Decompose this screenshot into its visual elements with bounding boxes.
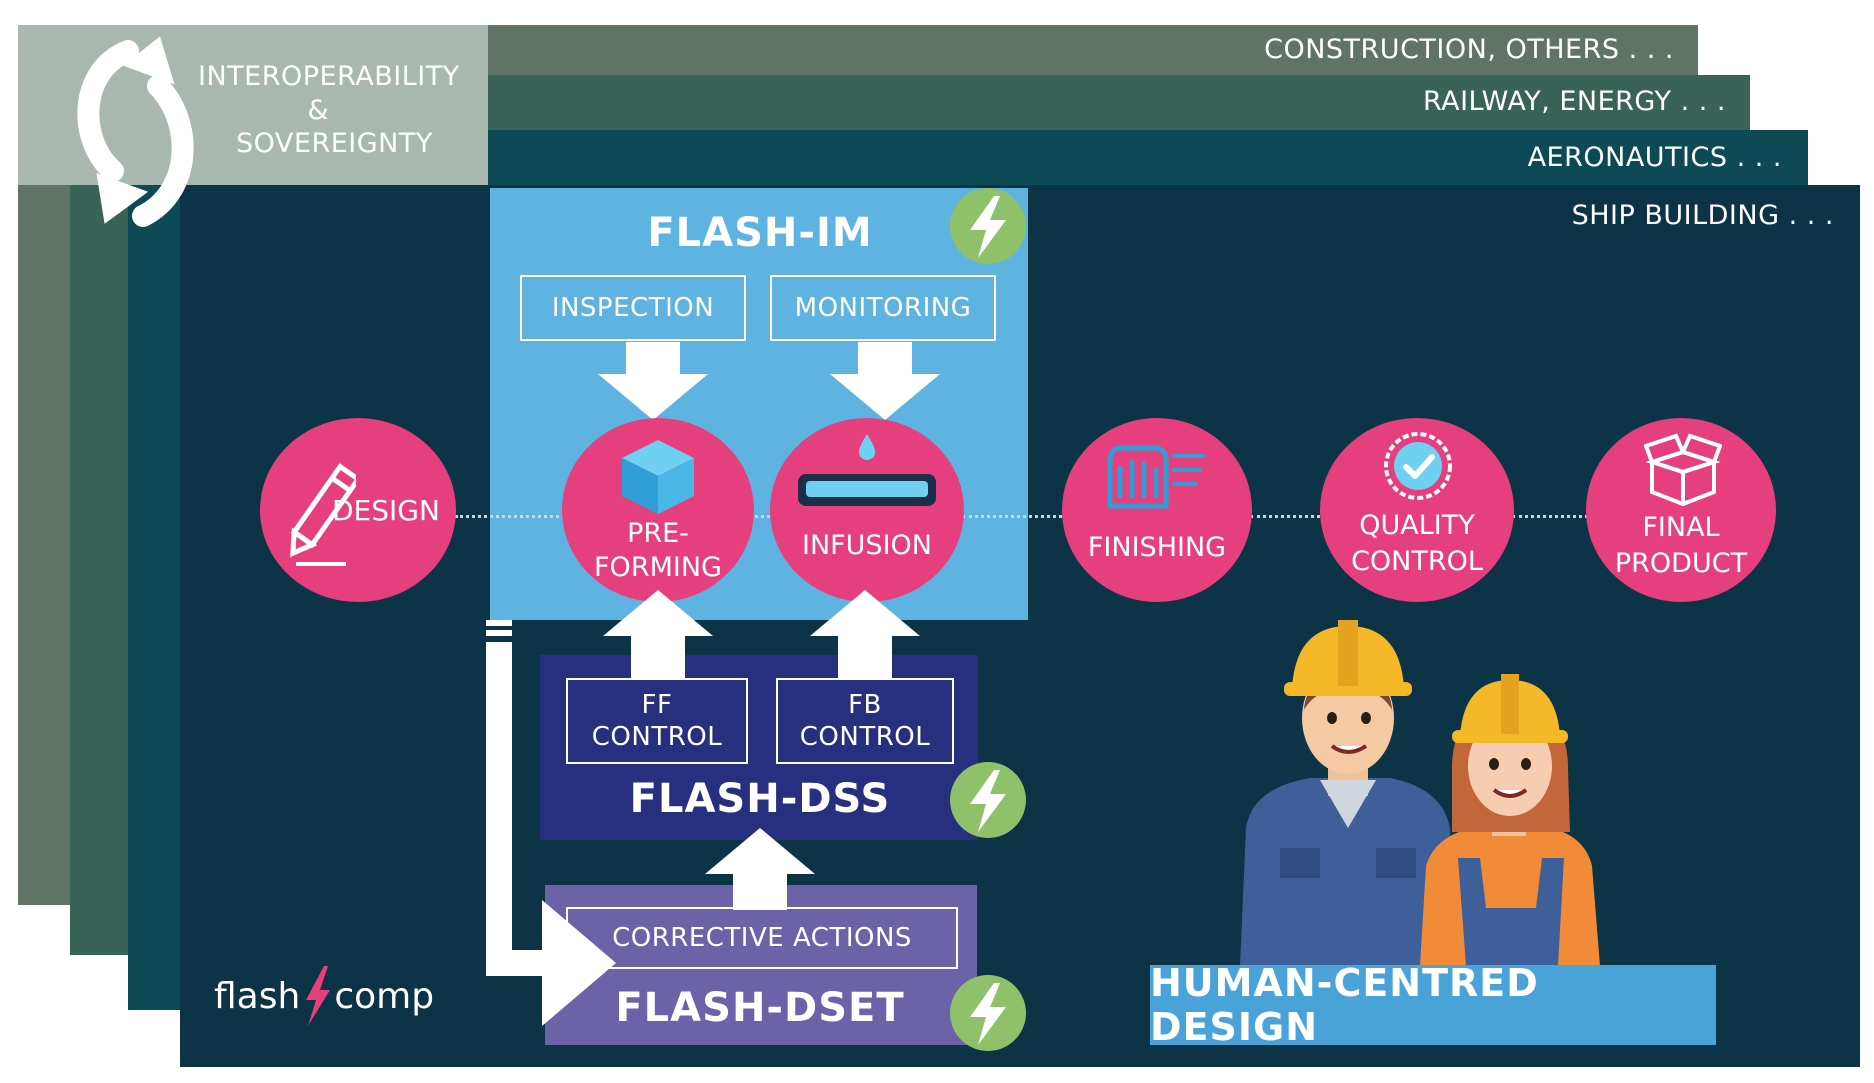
finishing-label: FINISHING (1087, 532, 1227, 563)
ff-control-line-2: CONTROL (591, 722, 723, 752)
flash-im-bolt-icon (950, 188, 1026, 264)
polishing-hand-icon (1100, 436, 1210, 516)
flash-dset-panel (545, 885, 977, 1045)
design-label: DESIGN (332, 494, 440, 527)
ff-up-arrow (603, 590, 713, 678)
sector-aeronautics-label: AERONAUTICS . . . (1527, 142, 1782, 173)
check-seal-icon (1382, 430, 1454, 502)
cube-icon (618, 436, 698, 516)
monitoring-down-arrow (830, 342, 940, 420)
ff-control-label: FF CONTROL (566, 678, 748, 764)
fb-up-arrow (810, 590, 920, 678)
sector-construction-label: CONSTRUCTION, OTHERS . . . (1264, 34, 1674, 65)
cycle-arrows-icon (58, 31, 208, 231)
infusion-circle: INFUSION (770, 418, 964, 602)
quality-label-1: QUALITY (1359, 510, 1475, 541)
process-line-4 (1250, 515, 1320, 518)
interoperability-title-1: INTEROPERABILITY (198, 61, 460, 92)
flash-dss-panel (540, 655, 978, 840)
interoperability-title-2: & (307, 95, 329, 126)
fb-control-line-2: CONTROL (799, 722, 931, 752)
final-label-2: PRODUCT (1614, 548, 1748, 579)
feedback-arrow (486, 620, 616, 1026)
flash-dss-bolt-icon (950, 762, 1026, 838)
process-line-3 (962, 515, 1062, 518)
preforming-circle: PRE- FORMING (562, 418, 754, 602)
flash-im-title: FLASH-IM (647, 210, 873, 256)
final-product-circle: FINAL PRODUCT (1586, 418, 1776, 602)
monitoring-label: MONITORING (770, 275, 996, 341)
flashcomp-logo: flash comp (214, 966, 434, 1026)
flash-dset-title: FLASH-DSET (615, 985, 905, 1031)
droplet-icon (857, 434, 877, 462)
dset-up-arrow (705, 828, 815, 910)
infusion-mold-icon (796, 472, 938, 508)
sector-railway-label: RAILWAY, ENERGY . . . (1422, 86, 1726, 117)
preforming-label-2: FORMING (594, 552, 722, 583)
finishing-circle: FINISHING (1062, 418, 1252, 602)
quality-control-circle: QUALITY CONTROL (1320, 418, 1514, 602)
pencil-icon (286, 458, 356, 568)
inspection-label: INSPECTION (520, 275, 746, 341)
flash-dss-title: FLASH-DSS (629, 776, 891, 822)
process-line-5 (1512, 515, 1588, 518)
preforming-label-1: PRE- (627, 518, 689, 549)
inspection-down-arrow (598, 342, 708, 420)
fb-control-label: FB CONTROL (776, 678, 954, 764)
quality-label-2: CONTROL (1351, 546, 1483, 577)
sector-ship-building-label: SHIP BUILDING . . . (1571, 200, 1834, 231)
open-box-icon (1644, 432, 1722, 506)
design-circle: DESIGN (260, 418, 456, 602)
workers-illustration (1240, 620, 1600, 966)
process-line-1 (455, 515, 565, 518)
flash-dset-bolt-icon (950, 975, 1026, 1051)
corrective-actions-label: CORRECTIVE ACTIONS (566, 907, 958, 969)
infusion-label: INFUSION (801, 530, 932, 561)
logo-text-flash: flash (214, 975, 301, 1017)
fb-control-line-1: FB (848, 689, 882, 720)
logo-bolt-icon (306, 966, 331, 1026)
interoperability-box: INTEROPERABILITY & SOVEREIGNTY (18, 25, 488, 227)
interoperability-title-3: SOVEREIGNTY (236, 128, 433, 159)
process-line-2 (750, 515, 770, 518)
human-centred-banner: HUMAN-CENTRED DESIGN (1150, 961, 1716, 1049)
logo-text-comp: comp (334, 975, 435, 1017)
final-label-1: FINAL (1642, 512, 1720, 543)
ff-control-line-1: FF (641, 689, 673, 720)
